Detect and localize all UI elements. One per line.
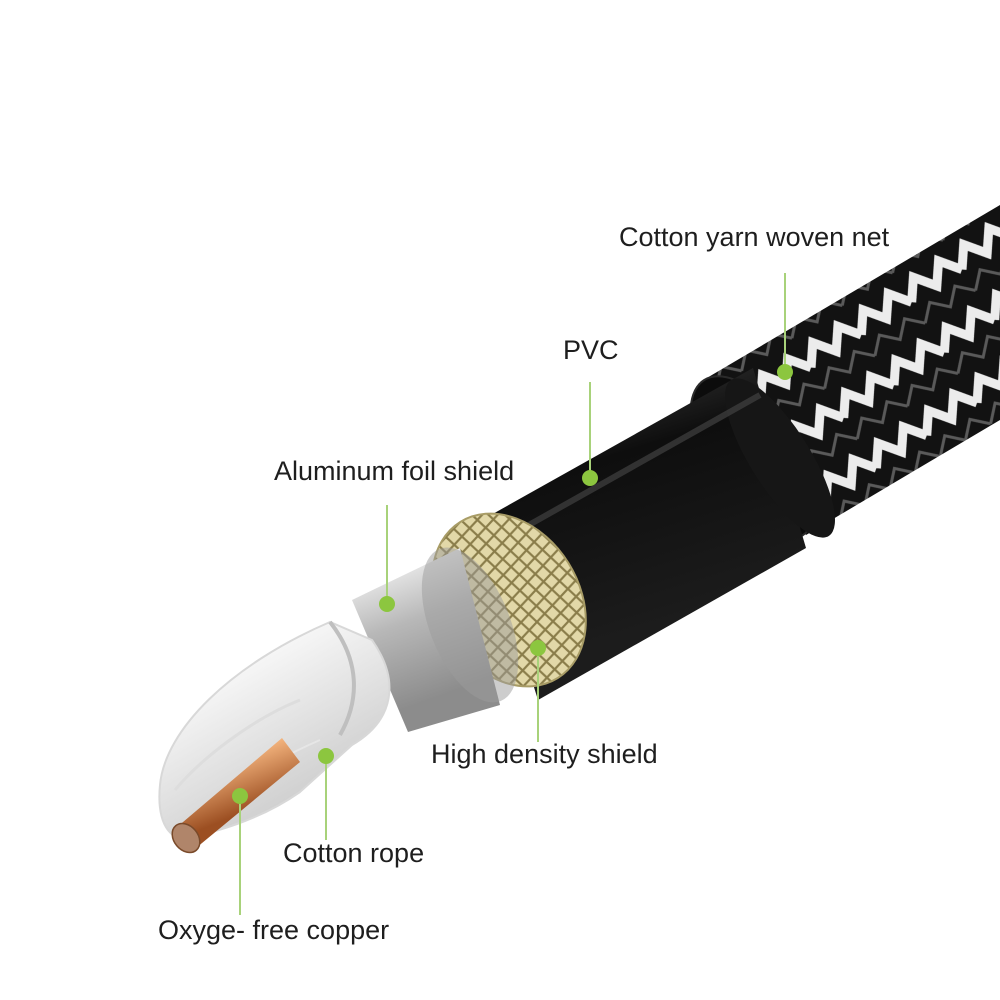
label-cotton-rope: Cotton rope xyxy=(283,838,425,868)
label-aluminum-foil-shield: Aluminum foil shield xyxy=(274,456,515,486)
callout-lines xyxy=(239,273,786,915)
label-pvc: PVC xyxy=(563,335,619,365)
cotton-rope-filler xyxy=(158,620,391,840)
callout-dots xyxy=(232,364,793,804)
label-oxygen-free-copper: Oxyge- free copper xyxy=(158,915,390,945)
copper-conductor-end xyxy=(171,822,201,854)
label-high-density-shield: High density shield xyxy=(431,739,658,769)
pvc-jacket-end xyxy=(725,378,835,538)
label-cotton-yarn-woven-net: Cotton yarn woven net xyxy=(619,222,890,252)
